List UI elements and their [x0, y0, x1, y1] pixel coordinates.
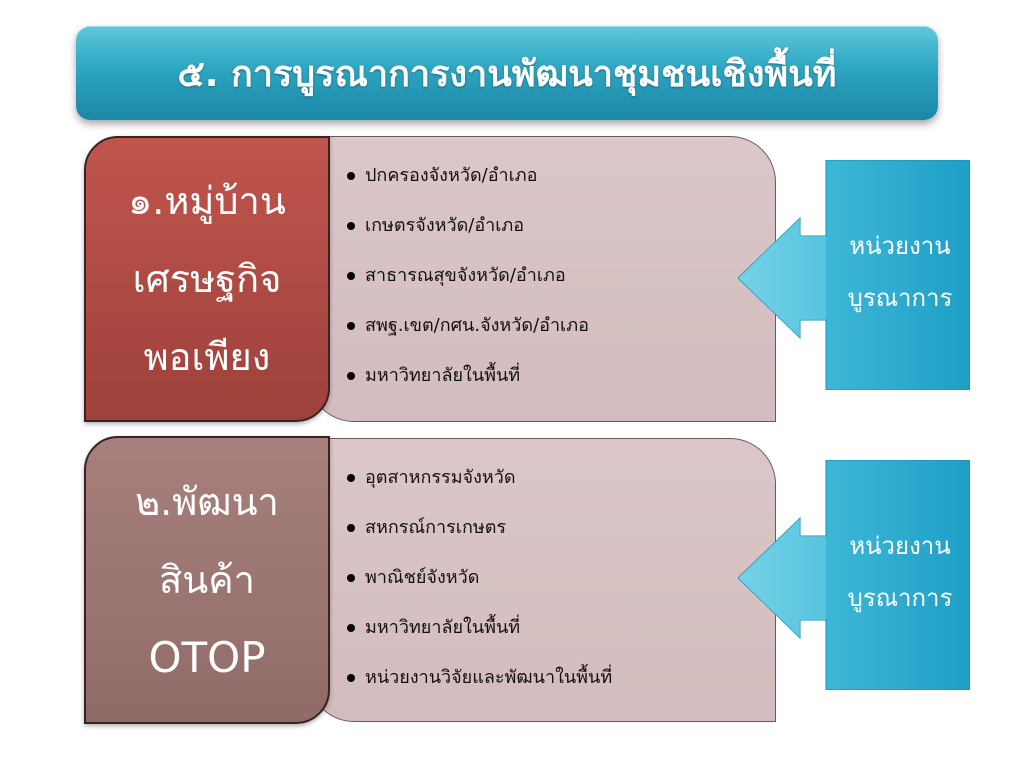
list-item: หน่วยงานวิจัยและพัฒนาในพื้นที่ — [347, 663, 612, 713]
list-item: สาธารณสุขจังหวัด/อำเภอ — [347, 261, 589, 311]
list-item-text: มหาวิทยาลัยในพื้นที่ — [365, 365, 521, 386]
row2-label-line: OTOP — [148, 633, 266, 682]
list-item-text: สาธารณสุขจังหวัด/อำเภอ — [365, 265, 566, 286]
bullet-icon — [347, 624, 355, 632]
row1-agency-list-box: ปกครองจังหวัด/อำเภอ เกษตรจังหวัด/อำเภอ ส… — [308, 136, 776, 422]
row1-label-line: เศรษฐกิจ — [132, 257, 282, 301]
list-item: สพฐ.เขต/กศน.จังหวัด/อำเภอ — [347, 311, 589, 361]
bullet-icon — [347, 674, 355, 682]
row1-agency-list: ปกครองจังหวัด/อำเภอ เกษตรจังหวัด/อำเภอ ส… — [347, 161, 589, 411]
row1-label-line: ๑.หมู่บ้าน — [128, 179, 286, 223]
row2-integration-arrow: หน่วยงาน บูรณาการ — [738, 460, 970, 690]
bullet-icon — [347, 222, 355, 230]
list-item-text: สหกรณ์การเกษตร — [365, 517, 507, 538]
list-item: สหกรณ์การเกษตร — [347, 513, 612, 563]
list-item-text: พาณิชย์จังหวัด — [365, 567, 480, 588]
list-item: มหาวิทยาลัยในพื้นที่ — [347, 613, 612, 663]
bullet-icon — [347, 272, 355, 280]
unit-line: หน่วยงาน — [849, 532, 951, 560]
list-item-text: มหาวิทยาลัยในพื้นที่ — [365, 617, 521, 638]
unit-line: บูรณาการ — [847, 284, 953, 312]
bullet-icon — [347, 524, 355, 532]
row2-unit-text: หน่วยงาน บูรณาการ — [830, 520, 970, 624]
row2-label-box: ๒.พัฒนา สินค้า OTOP — [84, 436, 330, 724]
row2-label-line: ๒.พัฒนา — [135, 480, 279, 524]
row1-label-box: ๑.หมู่บ้าน เศรษฐกิจ พอเพียง — [84, 136, 330, 422]
row2-label-line: สินค้า — [159, 558, 255, 602]
bullet-icon — [347, 372, 355, 380]
list-item: พาณิชย์จังหวัด — [347, 563, 612, 613]
list-item-text: อุตสาหกรรมจังหวัด — [365, 467, 516, 488]
row1-unit-text: หน่วยงาน บูรณาการ — [830, 220, 970, 324]
title-banner: ๕. การบูรณาการงานพัฒนาชุมชนเชิงพื้นที่ — [76, 26, 938, 120]
row1-integration-arrow: หน่วยงาน บูรณาการ — [738, 160, 970, 390]
left-arrow-icon — [738, 160, 970, 390]
row1-label-line: พอเพียง — [143, 335, 271, 379]
list-item-text: เกษตรจังหวัด/อำเภอ — [365, 215, 525, 236]
list-item: เกษตรจังหวัด/อำเภอ — [347, 211, 589, 261]
bullet-icon — [347, 474, 355, 482]
list-item: ปกครองจังหวัด/อำเภอ — [347, 161, 589, 211]
list-item: อุตสาหกรรมจังหวัด — [347, 463, 612, 513]
bullet-icon — [347, 322, 355, 330]
list-item: มหาวิทยาลัยในพื้นที่ — [347, 361, 589, 411]
slide-title: ๕. การบูรณาการงานพัฒนาชุมชนเชิงพื้นที่ — [177, 53, 837, 95]
left-arrow-icon — [738, 460, 970, 690]
list-item-text: ปกครองจังหวัด/อำเภอ — [365, 165, 538, 186]
row2-agency-list: อุตสาหกรรมจังหวัด สหกรณ์การเกษตร พาณิชย์… — [347, 463, 612, 713]
bullet-icon — [347, 172, 355, 180]
unit-line: หน่วยงาน — [849, 232, 951, 260]
list-item-text: สพฐ.เขต/กศน.จังหวัด/อำเภอ — [365, 315, 589, 336]
row2-agency-list-box: อุตสาหกรรมจังหวัด สหกรณ์การเกษตร พาณิชย์… — [308, 438, 776, 722]
bullet-icon — [347, 574, 355, 582]
unit-line: บูรณาการ — [847, 584, 953, 612]
list-item-text: หน่วยงานวิจัยและพัฒนาในพื้นที่ — [365, 667, 613, 688]
